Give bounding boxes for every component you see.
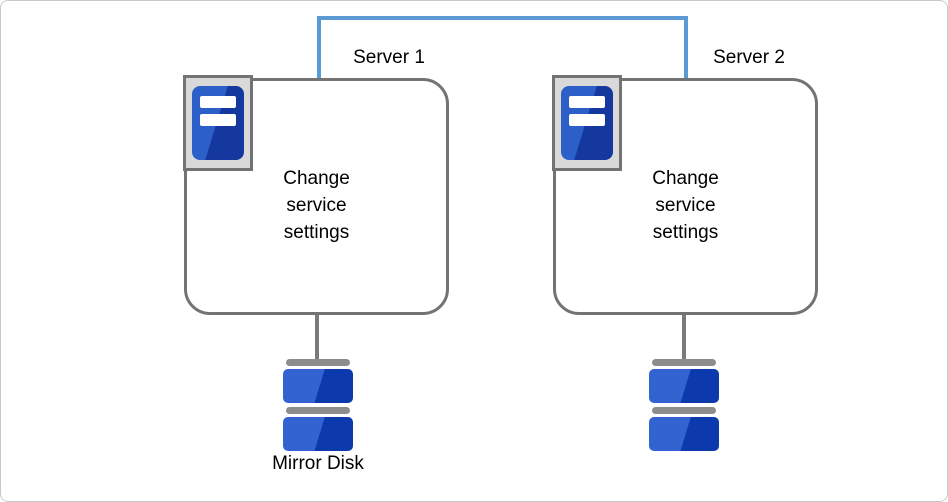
server2-text-line: settings [652,222,719,243]
server1-text-line: service [286,195,347,216]
server-interconnect-line [317,16,688,78]
server2-box-text: Change service settings [556,165,815,246]
disk-icon [649,359,719,452]
server1-text-line: Change [283,168,350,189]
disk-cap-shape [652,407,716,414]
server-drive-bay-bar [200,96,236,108]
server2-title: Server 2 [713,47,785,68]
server1-disk-link-line [315,312,319,361]
server-tower-shape [561,86,613,160]
disk-platter-shape [649,417,719,451]
mirror-disk-label: Mirror Disk [272,453,364,474]
server2-text-line: Change [652,168,719,189]
disk-cap-shape [286,407,350,414]
disk-platter-shape [649,369,719,403]
server-drive-bay-bar [569,96,605,108]
server-drive-bay-bar [569,114,605,126]
server1-box-text: Change service settings [187,165,446,246]
server-tower-shape [192,86,244,160]
server2-box: Change service settings [553,78,818,315]
disk-cap-shape [286,359,350,366]
server1-text-line: settings [283,222,350,243]
server1-title: Server 1 [353,47,425,68]
disk-cap-shape [652,359,716,366]
disk-icon [283,359,353,452]
tower-server-icon [552,75,622,171]
disk-platter-shape [283,417,353,451]
tower-server-icon [183,75,253,171]
disk-platter-shape [283,369,353,403]
server-drive-bay-bar [200,114,236,126]
server2-text-line: service [655,195,716,216]
server2-disk-link-line [682,312,686,361]
